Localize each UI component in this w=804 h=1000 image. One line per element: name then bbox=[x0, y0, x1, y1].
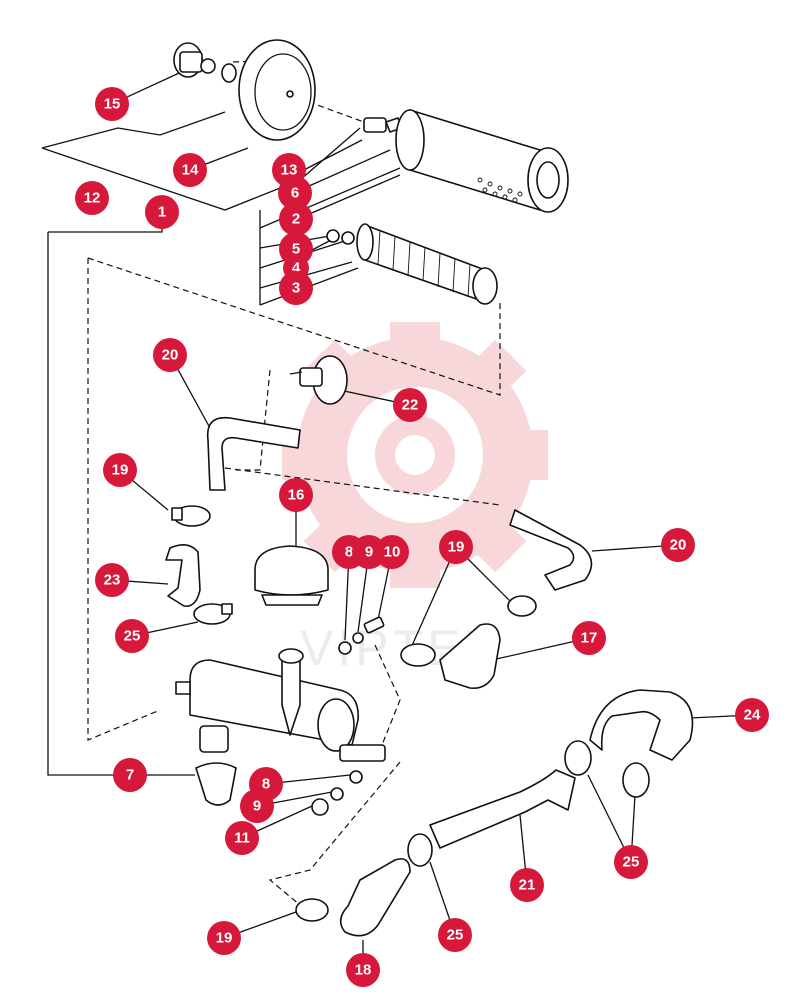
part-19-clamp-upper bbox=[171, 505, 211, 527]
callout-marker: 22 bbox=[393, 388, 427, 422]
svg-text:21: 21 bbox=[519, 877, 536, 894]
part-8-10-hardware bbox=[338, 616, 385, 655]
callout-marker: 11 bbox=[225, 821, 259, 855]
callout-marker: 24 bbox=[735, 698, 769, 732]
svg-text:19: 19 bbox=[216, 930, 233, 947]
callout-marker: 19 bbox=[103, 453, 137, 487]
part-25-clamp-left bbox=[193, 603, 233, 625]
svg-text:1: 1 bbox=[158, 204, 166, 221]
svg-text:14: 14 bbox=[182, 162, 199, 179]
svg-text:20: 20 bbox=[162, 347, 179, 364]
svg-text:12: 12 bbox=[84, 190, 101, 207]
part-7-bowl bbox=[195, 762, 237, 806]
callout-marker: 18 bbox=[346, 953, 380, 987]
svg-text:10: 10 bbox=[384, 544, 401, 561]
part-20-upper-hose bbox=[206, 416, 301, 491]
part-12-cover bbox=[238, 39, 316, 141]
svg-text:22: 22 bbox=[402, 397, 419, 414]
callout-marker: 25 bbox=[438, 918, 472, 952]
callout-marker: 25 bbox=[115, 619, 149, 653]
svg-text:4: 4 bbox=[292, 260, 301, 277]
svg-text:5: 5 bbox=[292, 241, 300, 258]
callout-marker: 20 bbox=[661, 528, 695, 562]
svg-text:25: 25 bbox=[447, 927, 464, 944]
part-19-clamp-mid bbox=[400, 595, 537, 667]
part-19-clamp-bottom bbox=[295, 898, 329, 922]
part-3-inner-filter bbox=[356, 223, 498, 305]
part-15-cap bbox=[173, 42, 216, 78]
callout-marker: 25 bbox=[614, 845, 648, 879]
callout-marker: 15 bbox=[95, 87, 129, 121]
callout-marker: 7 bbox=[113, 758, 147, 792]
svg-text:6: 6 bbox=[291, 185, 299, 202]
callout-marker: 10 bbox=[375, 535, 409, 569]
svg-text:7: 7 bbox=[126, 767, 134, 784]
callout-marker: 23 bbox=[95, 563, 129, 597]
callout-marker: 9 bbox=[240, 789, 274, 823]
svg-text:19: 19 bbox=[112, 462, 129, 479]
svg-text:16: 16 bbox=[288, 487, 305, 504]
svg-text:13: 13 bbox=[281, 162, 298, 179]
callout-marker: 19 bbox=[439, 530, 473, 564]
parts bbox=[165, 39, 694, 937]
svg-text:18: 18 bbox=[355, 962, 372, 979]
svg-text:25: 25 bbox=[623, 854, 640, 871]
callout-marker: 20 bbox=[153, 338, 187, 372]
part-5-nut bbox=[326, 229, 355, 245]
part-2-outer-filter bbox=[395, 109, 569, 213]
callout-marker: 6 bbox=[278, 176, 312, 210]
part-25-clamp-lower bbox=[407, 833, 433, 867]
svg-text:8: 8 bbox=[262, 776, 270, 793]
svg-text:17: 17 bbox=[581, 630, 598, 647]
part-23-elbow bbox=[165, 544, 201, 607]
svg-text:15: 15 bbox=[104, 96, 121, 113]
callout-marker: 14 bbox=[173, 153, 207, 187]
callout-marker: 19 bbox=[207, 921, 241, 955]
callout-marker: 16 bbox=[279, 478, 313, 512]
callout-marker: 1 bbox=[145, 195, 179, 229]
callout-marker: 5 bbox=[279, 232, 313, 266]
part-21-pipe bbox=[429, 769, 576, 849]
callout-marker: 3 bbox=[279, 271, 313, 305]
callout-markers: 15 14 12 13 6 1 2 5 4 3 20 22 19 16 8 9 … bbox=[75, 87, 769, 987]
svg-text:19: 19 bbox=[448, 539, 465, 556]
part-25-clamps-right bbox=[564, 740, 650, 798]
dashed-connectors bbox=[87, 59, 501, 906]
part-17-hose bbox=[439, 623, 501, 690]
part-24-elbow bbox=[589, 689, 694, 761]
svg-text:25: 25 bbox=[124, 628, 141, 645]
part-22-valve bbox=[289, 355, 348, 405]
svg-text:2: 2 bbox=[292, 211, 300, 228]
svg-text:8: 8 bbox=[345, 544, 353, 561]
callout-marker: 2 bbox=[279, 202, 313, 236]
part-16-breather-cap bbox=[254, 545, 329, 606]
svg-text:24: 24 bbox=[744, 707, 761, 724]
part-14-washer bbox=[221, 63, 237, 83]
part-8-11-hardware bbox=[311, 770, 363, 816]
svg-text:11: 11 bbox=[234, 830, 250, 847]
svg-text:23: 23 bbox=[104, 572, 121, 589]
svg-text:9: 9 bbox=[365, 544, 373, 561]
callout-marker: 17 bbox=[572, 621, 606, 655]
part-20-lower-hose bbox=[509, 509, 593, 591]
svg-text:3: 3 bbox=[292, 280, 300, 297]
part-18-hose bbox=[339, 858, 411, 937]
svg-text:9: 9 bbox=[253, 798, 261, 815]
part-main-housing bbox=[175, 648, 386, 762]
callout-marker: 12 bbox=[75, 181, 109, 215]
svg-text:20: 20 bbox=[670, 537, 687, 554]
callout-marker: 21 bbox=[510, 868, 544, 902]
